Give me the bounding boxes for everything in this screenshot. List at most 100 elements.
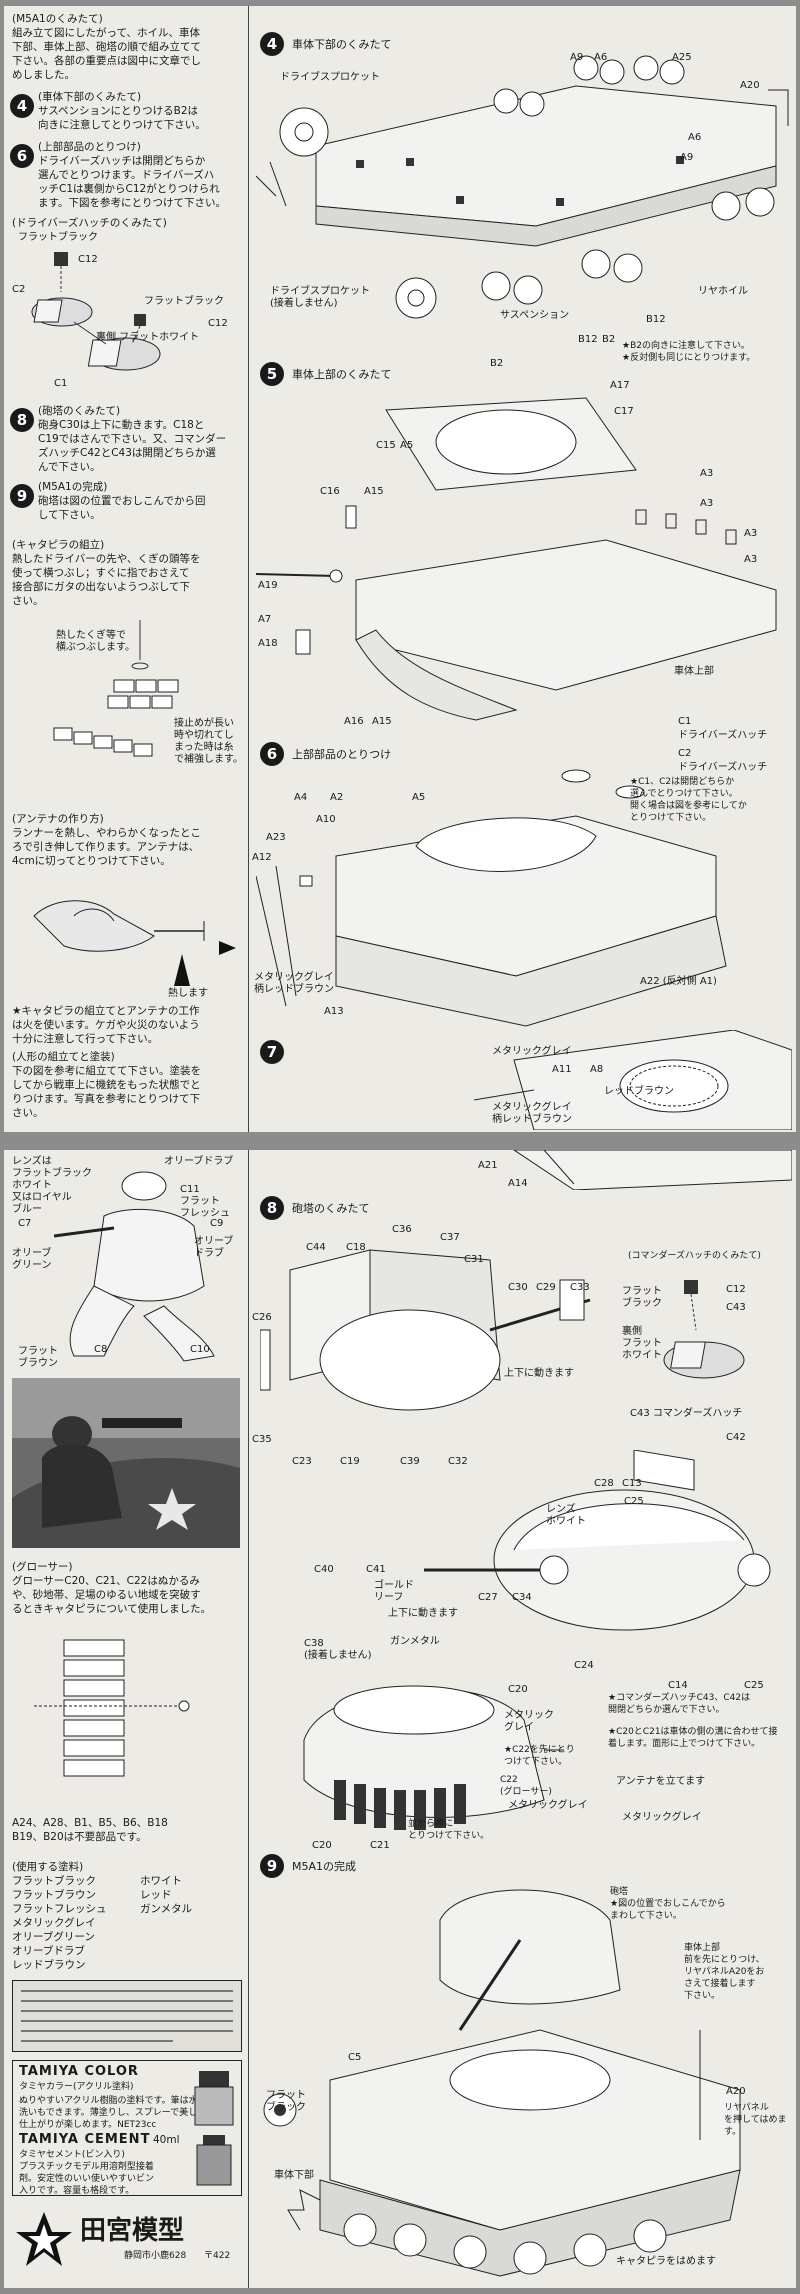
s4-label-a6-2: A6 [688, 132, 702, 143]
s5-label-a7: A7 [258, 614, 272, 625]
left-step6-num: 6 [10, 144, 34, 168]
fig-label-c11: C11 フラット フレッシュ [180, 1184, 230, 1219]
s5-label-a3-4: A3 [744, 554, 758, 565]
track-label-reinforce: 接止めが長い 時や切れてし まった時は糸 で補強します。 [174, 718, 243, 765]
paint-item: フラットフレッシュ [12, 1903, 107, 1915]
fig-label-od2: オリーブ ドラブ [194, 1236, 234, 1259]
left-step9-num: 9 [10, 484, 34, 508]
paint-item: ホワイト [140, 1875, 182, 1887]
figure-title: (人形の組立てと塗装) [12, 1051, 115, 1063]
s8-label-antenna: アンテナを立てます [616, 1776, 706, 1787]
tamiya-color-sub: タミヤカラー(アクリル塗料) [19, 2082, 134, 2092]
s9-label-flat-black: フラット ブラック [266, 2090, 306, 2113]
tamiya-cement-title: TAMIYA CEMENT [19, 2132, 151, 2147]
s4-label-a6: A6 [594, 52, 608, 63]
s5-label-c16: C16 [320, 486, 340, 497]
cmd-label-c12: C12 [726, 1284, 746, 1295]
s8-label-c30: C30 [508, 1282, 528, 1293]
step5-upper-hull-diagram [256, 397, 777, 721]
s8-label-c44: C44 [306, 1242, 326, 1253]
track-body: 熱したドライバーの先や、くぎの頭等を 使って横つぶし；すぐに指でおさえて 接合部… [12, 553, 201, 607]
s6-label-drivers-hatch: ドライバーズハッチ [678, 730, 768, 741]
left-step6-body: ドライバーズハッチは開閉どちらか 選んでとりつけます。ドライバーズハ ッチC1は… [38, 155, 227, 209]
completed-model-photo [12, 1378, 240, 1548]
antenna-label-heat: 熱します [168, 988, 208, 999]
s7-label-a11: A11 [552, 1064, 572, 1075]
s8-label-c24: C24 [574, 1660, 594, 1671]
s9-label-rear-panel: リヤパネル を押してはめます。 [724, 2103, 787, 2137]
step9-title: M5A1の完成 [292, 1860, 357, 1873]
s8-label-metal-grey-3: メタリックグレイ [508, 1800, 588, 1811]
s6-label-a5: A5 [412, 792, 426, 803]
tamiya-color-title: TAMIYA COLOR [19, 2064, 139, 2079]
s8-label-c31: C31 [464, 1254, 484, 1265]
s5-label-a3-1: A3 [700, 468, 714, 479]
s8-label-c22-grouser: C22 (グローサー) [500, 1775, 552, 1797]
s8-label-a14: A14 [508, 1178, 528, 1189]
s8-label-c34: C34 [512, 1592, 532, 1603]
step8-turret-assembly-diagram [424, 1450, 771, 1631]
tamiya-cement-sub: タミヤセメント(ビン入り) [19, 2150, 125, 2160]
s6-label-a13: A13 [324, 1006, 344, 1017]
hatch-label-c1: C1 [54, 378, 68, 389]
s8-note-c22: ★C22を先にとり つけて下さい。 [504, 1745, 575, 1767]
s6-note: ★C1、C2は開閉どちらか 選んでとりつけて下さい。 開く場合は図を参考にしてか… [630, 777, 747, 823]
s8-label-c37: C37 [440, 1232, 460, 1243]
fig-label-c8: C8 [94, 1344, 108, 1355]
instruction-page-2: レンズは フラットブラック ホワイト 又はロイヤル ブルー オリーブドラブ C1… [4, 1150, 796, 2288]
step9-number: 9 [260, 1854, 284, 1878]
tamiya-address: 静岡市小鹿628 [124, 2251, 187, 2261]
s5-label-a16: A16 [344, 716, 364, 727]
paint-item: オリーブグリーン [12, 1931, 95, 1943]
s8-label-c20-a: C20 [508, 1684, 528, 1695]
s8-label-c27: C27 [478, 1592, 498, 1603]
s6-label-a10: A10 [316, 814, 336, 825]
hatch-label-c2: C2 [12, 284, 26, 295]
tamiya-cement-size: 40ml [153, 2134, 180, 2146]
s6-label-a4: A4 [294, 792, 308, 803]
s5-label-a15-2: A15 [372, 716, 392, 727]
s4-label-sprocket: ドライブスプロケット [280, 72, 380, 83]
s6-label-a2: A2 [330, 792, 344, 803]
paint-item: レッドブラウン [12, 1959, 86, 1971]
left-step8-num: 8 [10, 408, 34, 432]
track-title: (キャタピラの組立) [12, 539, 105, 551]
tamiya-brand: 田宮模型 [80, 2216, 185, 2246]
s4-label-suspension: サスペンション [500, 310, 570, 321]
s5-label-a15: A15 [364, 486, 384, 497]
s5-label-c15: C15 [376, 440, 396, 451]
s8-label-c36: C36 [392, 1224, 412, 1235]
figure-body: 下の図を参考に組立てて下さい。塗装を してから戦車上に機銃をもった状態でと りつ… [12, 1065, 201, 1119]
step9-final-assembly-diagram [263, 1889, 741, 2277]
s4-label-a20: A20 [740, 80, 760, 91]
hatch-title: (ドライバーズハッチのくみたて) [12, 217, 167, 229]
antenna-body: ランナーを熱し、やわらかくなったとこ ろで引き伸して作ります。アンテナは、 4c… [12, 827, 201, 867]
s8-label-c18: C18 [346, 1242, 366, 1253]
left-notes-column-2: レンズは フラットブラック ホワイト 又はロイヤル ブルー オリーブドラブ C1… [4, 1150, 249, 2288]
paint-list-col1: フラットブラック フラットブラウン フラットフレッシュ メタリックグレイ オリー… [12, 1874, 107, 1972]
driver-hatch-diagram [31, 252, 161, 371]
paint-bottle-icon [194, 2071, 234, 2186]
step6-title: 上部部品のとりつけ [292, 748, 392, 761]
s4-label-a25: A25 [672, 52, 692, 63]
s5-label-c17: C17 [614, 406, 634, 417]
tamiya-star-logo-icon [16, 2212, 72, 2266]
s8-label-c41: C41 [366, 1564, 386, 1575]
tamiya-postal-code: 〒422 [204, 2251, 231, 2261]
s8-label-c40: C40 [314, 1564, 334, 1575]
s8-label-c28: C28 [594, 1478, 614, 1489]
tamiya-color-body: ぬりやすいアクリル樹脂の塗料です。筆は水 洗いもできます。薄塗りし、スプレーで美… [19, 2096, 207, 2130]
s7-label-metal-grey: メタリックグレイ [492, 1046, 572, 1057]
left-notes-column: (M5A1のくみたて) 組み立て図にしたがって、ホイル、車体 下部、車体上部、砲… [4, 6, 249, 1132]
fig-label-lens: レンズは フラットブラック ホワイト 又はロイヤル ブルー [12, 1156, 92, 1215]
paint-item: フラットブラウン [12, 1889, 96, 1901]
paint-item: レッド [140, 1889, 172, 1901]
step5-title: 車体上部のくみたて [292, 368, 392, 381]
instruction-page-1: (M5A1のくみたて) 組み立て図にしたがって、ホイル、車体 下部、車体上部、砲… [4, 6, 796, 1132]
s8-label-c38: C38 (接着しません) [304, 1638, 372, 1661]
fig-label-og: オリーブ グリーン [12, 1248, 52, 1271]
tamiya-product-box: TAMIYA COLOR タミヤカラー(アクリル塗料) ぬりやすいアクリル樹脂の… [12, 2060, 242, 2196]
cmd-label-c43: C43 [726, 1302, 746, 1313]
s5-label-a19: A19 [258, 580, 278, 591]
cmd-label-c42: C42 [726, 1432, 746, 1443]
